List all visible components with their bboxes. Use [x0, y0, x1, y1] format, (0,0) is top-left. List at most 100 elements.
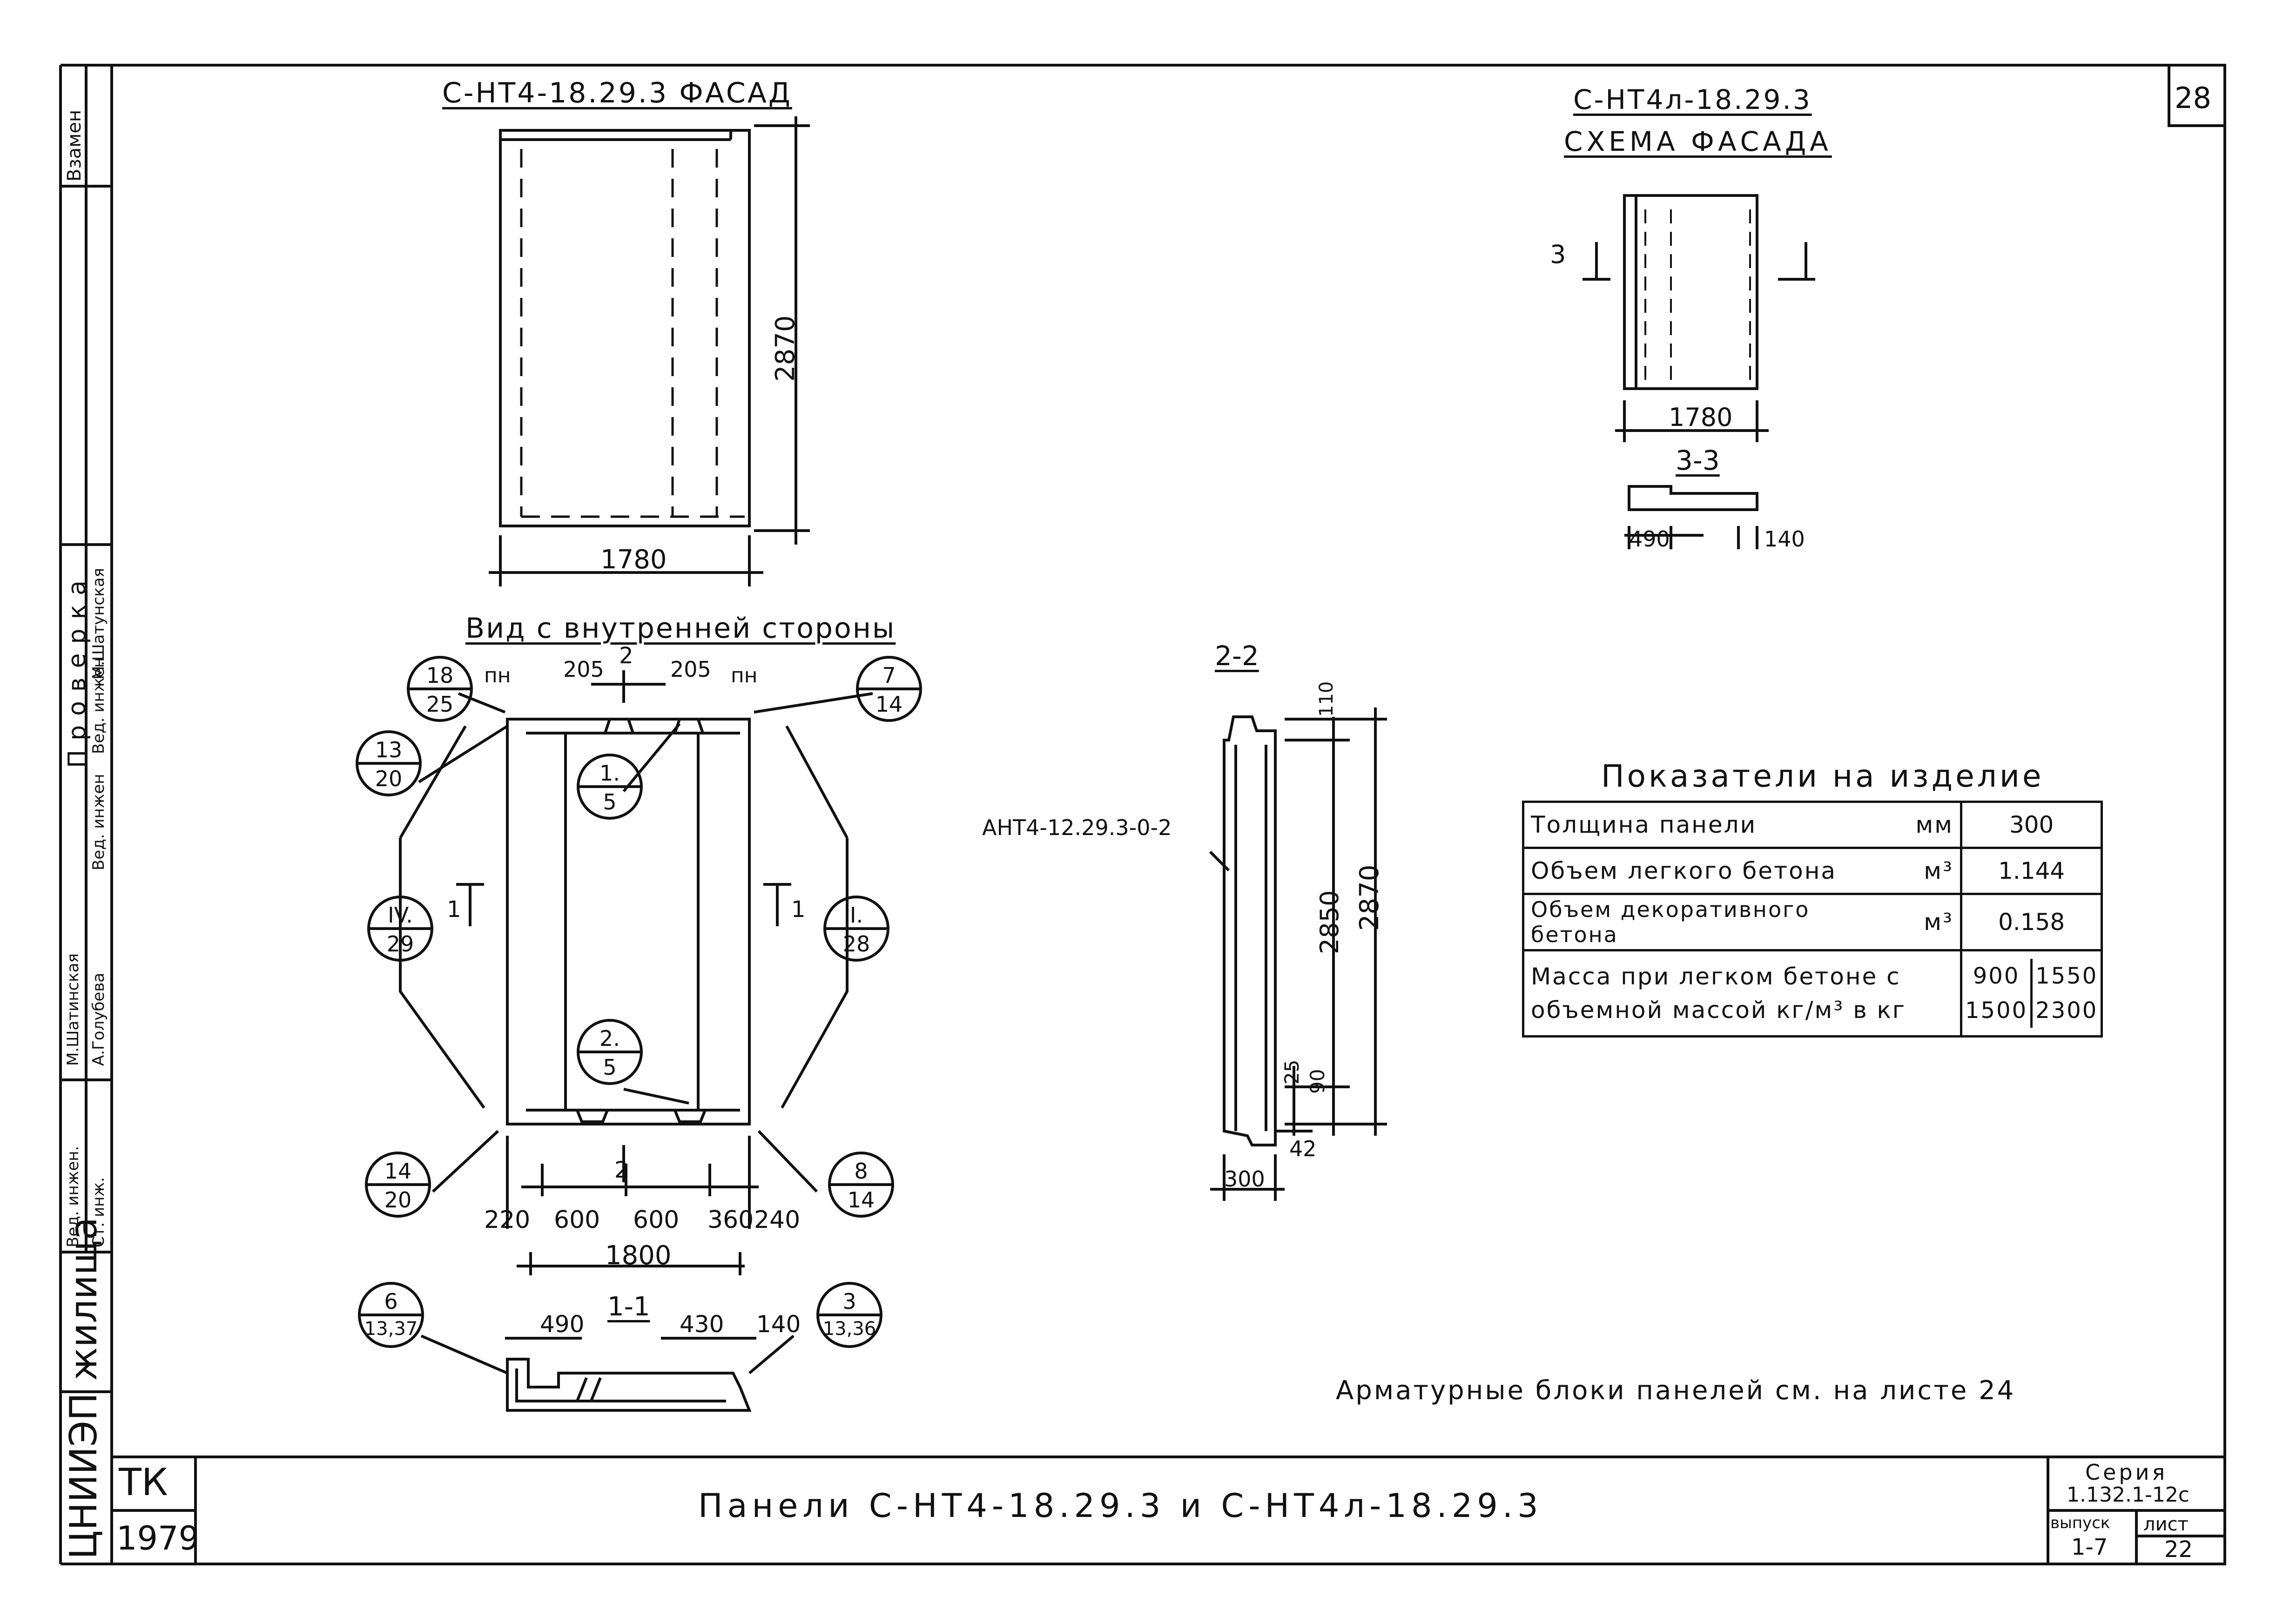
callout-13-top: 13 [375, 737, 403, 762]
dim-205-left: 205 [563, 657, 604, 682]
scheme-panel [1623, 194, 1758, 390]
callout-18-bottom: 25 [426, 692, 454, 717]
row-name: Объем декоративного бетона [1522, 893, 1905, 951]
callout-iv-top: IV. [388, 903, 413, 928]
dim-360: 360 [707, 1206, 754, 1234]
dim-205-right: 205 [670, 657, 711, 682]
pn-left-label: пн [484, 664, 511, 687]
callout-6-bottom: 13,37 [364, 1318, 418, 1340]
role-3: Вед. инжен [89, 774, 108, 870]
callout-18-top: 18 [426, 663, 454, 688]
name-3: М.Шатунская [89, 567, 108, 680]
mass-values: 900 1550 1500 2300 [1960, 949, 2103, 1038]
facade-height-dim: 2870 [770, 315, 801, 382]
facade-panel [499, 129, 751, 527]
dim-600-b: 600 [633, 1206, 680, 1234]
proverka-label: Проверка [63, 571, 91, 768]
section-2-2-dim-300: 300 [1224, 1166, 1265, 1192]
org-name: ЦНИИЭП жилища [62, 1217, 105, 1559]
callout-iv-bottom: 29 [386, 931, 414, 957]
row-unit: мм [1905, 801, 1962, 849]
section-2-2-profile [1223, 715, 1277, 1146]
section-2-2-dim-90: 90 [1306, 1069, 1329, 1094]
dim-220: 220 [484, 1206, 531, 1234]
facade-width-dim: 1780 [600, 545, 667, 575]
section-2-2-dim-2870: 2870 [1354, 864, 1385, 931]
sheet-value: 22 [2164, 1536, 2193, 1563]
section-2-2-title: 2-2 [1215, 640, 1259, 672]
row-value: 300 [1960, 801, 2103, 849]
section-1-1-profile [506, 1358, 752, 1412]
facade-title: С-НТ4-18.29.3 ФАСАД [442, 77, 792, 109]
callout-i-top: I. [849, 903, 863, 928]
section-3-3-profile [1628, 485, 1758, 511]
table-row: Толщина панели мм 300 [1522, 801, 2103, 849]
callout-circles [356, 656, 922, 1348]
callout-6-top: 6 [384, 1289, 398, 1314]
section-2-2-dim-2850: 2850 [1315, 890, 1344, 954]
callout-1-bottom: 5 [603, 789, 617, 815]
density-1: 900 [1962, 959, 2033, 993]
issue-label: выпуск [2050, 1514, 2110, 1532]
reinforcement-note: Арматурные блоки панелей см. на листе 24 [1336, 1375, 2016, 1406]
scheme-title-label: СХЕМА ФАСАДА [1564, 126, 1832, 157]
section-2-2-dim-42: 42 [1289, 1136, 1317, 1161]
series-label: Серия [2085, 1460, 2168, 1485]
table-row: Объем легкого бетона м³ 1.144 [1522, 847, 2103, 895]
indicators-table: Толщина панели мм 300 Объем легкого бето… [1522, 801, 2103, 1038]
callout-i-bottom: 28 [842, 931, 870, 957]
callout-8-top: 8 [854, 1159, 868, 1184]
callout-2-top: 2. [599, 1026, 620, 1051]
vzamen-label: Взамен [64, 109, 85, 182]
table-row: Объем декоративного бетона м³ 0.158 [1522, 893, 2103, 951]
dim-600-a: 600 [554, 1206, 600, 1234]
row-name: Объем легкого бетона [1522, 847, 1905, 895]
drawing-title: Панели С-НТ4-18.29.3 и С-НТ4л-18.29.3 [698, 1487, 1543, 1525]
mass-label-line1: Масса при легком бетоне с [1531, 963, 1901, 990]
section-cut-2-bottom: 2 [614, 1157, 629, 1183]
dim-240: 240 [754, 1206, 801, 1234]
mass-label: Масса при легком бетоне с объемной массо… [1522, 949, 1962, 1038]
section-cut-1-left: 1 [447, 896, 461, 923]
callout-13-bottom: 20 [375, 766, 403, 791]
title-block-org-letters: ТК [119, 1461, 168, 1504]
callout-3-bottom: 13,36 [822, 1318, 876, 1340]
pn-right-label: пн [731, 664, 758, 687]
scheme-dim-490: 490 [1629, 526, 1670, 552]
scheme-width-dim: 1780 [1669, 403, 1733, 432]
scheme-title-code: С-НТ4л-18.29.3 [1573, 84, 1812, 115]
series-value: 1.132.1-12с [2067, 1483, 2189, 1507]
callout-7-bottom: 14 [875, 692, 903, 717]
section-2-2-dim-25: 25 [1280, 1059, 1303, 1085]
inner-view-title: Вид с внутренней стороны [465, 612, 896, 645]
section-cut-1-right: 1 [791, 896, 806, 923]
row-name: Толщина панели [1522, 801, 1905, 849]
callout-1-top: 1. [599, 761, 620, 786]
role-1: Вед. инжен. [64, 1146, 82, 1247]
callout-2-bottom: 5 [603, 1055, 617, 1080]
row-unit: м³ [1905, 893, 1962, 951]
scheme-dim-140: 140 [1764, 526, 1805, 552]
role-2: Ст. инж. [89, 1177, 108, 1247]
s1-dim-490: 490 [540, 1311, 585, 1338]
section-2-2-dim-top: 110 [1316, 681, 1337, 717]
density-2: 1500 [1962, 993, 2033, 1028]
dim-1800: 1800 [605, 1240, 672, 1271]
sheet-label: лист [2143, 1514, 2189, 1535]
name-2: А.Голубева [89, 972, 108, 1066]
mass-1: 1550 [2035, 963, 2098, 989]
section-3-mark: 3 [1550, 240, 1566, 269]
name-1: М.Шатинская [64, 953, 82, 1066]
callout-7-top: 7 [882, 663, 896, 688]
section-1-1-title: 1-1 [607, 1292, 650, 1322]
section-2-2-label: АНТ4-12.29.3-0-2 [982, 815, 1172, 840]
row-unit: м³ [1905, 847, 1962, 895]
callout-14-bottom: 20 [384, 1187, 412, 1213]
mass-label-line2: объемной массой кг/м³ в кг [1531, 997, 1906, 1024]
title-block-year: 1979 [116, 1519, 200, 1557]
s1-dim-430: 430 [680, 1311, 724, 1338]
callout-3-top: 3 [842, 1289, 856, 1314]
sheet-frame [110, 64, 2226, 1565]
table-row: Масса при легком бетоне с объемной массо… [1522, 949, 2103, 1038]
